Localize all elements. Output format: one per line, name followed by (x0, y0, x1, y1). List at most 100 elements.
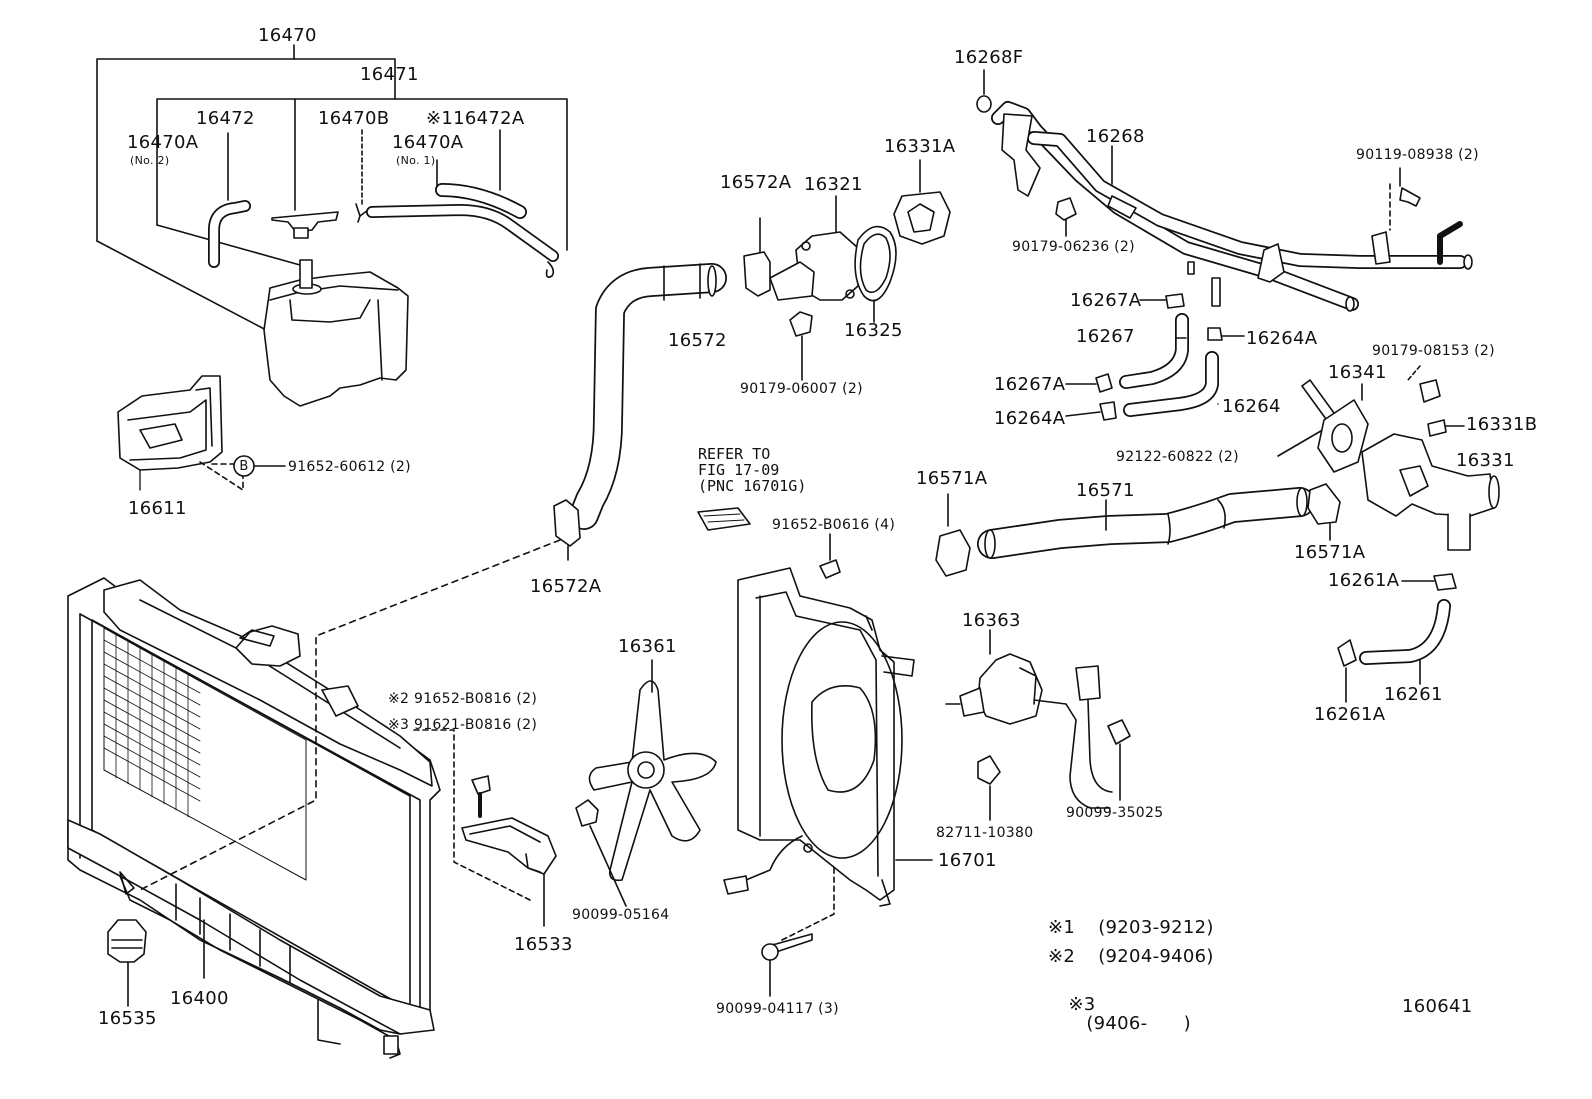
label-90119-08938: 90119-08938 (2) (1356, 147, 1479, 163)
fan-motor-16363 (945, 629, 1113, 809)
legend-row: ※2 (9204-9406) (1048, 947, 1214, 976)
part-82711-10380 (977, 755, 1001, 785)
legend: ※1 (9203-9212) ※2 (9204-9406) ※3 (9406- … (1048, 917, 1214, 1033)
label-16571a-left: 16571A (916, 468, 988, 489)
label-16571a-right: 16571A (1294, 542, 1366, 563)
label-16363: 16363 (962, 610, 1021, 631)
label-16572a-top: 16572A (720, 172, 792, 193)
label-16264a-right: 16264A (1246, 328, 1318, 349)
label-16470a-no2: 16470A (127, 132, 199, 153)
label-90179-08153: 90179-08153 (2) (1372, 343, 1495, 359)
legend-range: (9406- ) (1086, 1013, 1191, 1034)
label-16331: 16331 (1456, 450, 1515, 471)
label-16471: 16471 (360, 64, 419, 85)
label-90179-06236: 90179-06236 (2) (1012, 239, 1135, 255)
radiator-core-grid (103, 633, 201, 818)
refer-note-line-3: (PNC 16701G) (698, 477, 807, 495)
part-16331b (1427, 419, 1447, 437)
upper-hose-16572 (569, 263, 727, 530)
part-90099-35025 (1107, 719, 1131, 745)
clamp-16572a-upper (743, 251, 771, 297)
refer-note-line-1: REFER TO (698, 445, 771, 463)
label-91652-b0616: 91652-B0616 (4) (772, 517, 896, 533)
legend-row: ※3 (9406- ) (1048, 976, 1214, 1033)
label-16267a-mid: 16267A (994, 374, 1066, 395)
cushion-16535 (107, 919, 147, 1007)
label-82711-10380: 82711-10380 (936, 825, 1034, 841)
label-91652-60612: 91652-60612 (2) (288, 459, 411, 475)
fan-shroud-16701 (723, 567, 933, 907)
label-160641: 160641 (1402, 996, 1473, 1017)
label-16470b: 16470B (318, 108, 390, 129)
group-16470-leaders (96, 44, 568, 332)
label-16571: 16571 (1076, 480, 1135, 501)
label-16331a: 16331A (884, 136, 956, 157)
label-16400: 16400 (170, 988, 229, 1009)
label-16261: 16261 (1384, 684, 1443, 705)
legend-range: (9204-9406) (1098, 946, 1214, 967)
refer-note-marker (697, 507, 751, 531)
outlet-pipe-16268 (991, 101, 1473, 312)
gasket-16341 (1317, 399, 1369, 473)
label-no1: (No. 1) (396, 154, 436, 167)
label-90099-35025: 90099-35025 (1066, 805, 1164, 821)
gasket-16268f (976, 95, 992, 113)
label-16261a-top: 16261A (1328, 570, 1400, 591)
clamp-16572a-lower (553, 499, 581, 547)
label-91652-b0816: ※2 91652-B0816 (2) (388, 691, 538, 707)
bracket-16611 (117, 375, 244, 491)
label-16535: 16535 (98, 1008, 157, 1029)
water-inlet-16321 (769, 195, 859, 301)
label-16267a-top: 16267A (1070, 290, 1142, 311)
label-16472: 16472 (196, 108, 255, 129)
refer-note: REFER TO FIG 17-09 (PNC 16701G) (698, 446, 806, 494)
label-16268f: 16268F (954, 47, 1024, 68)
circle-b-label: B (239, 459, 249, 474)
label-16267: 16267 (1076, 326, 1135, 347)
label-16470a-no1: 16470A (392, 132, 464, 153)
gasket-16325 (854, 225, 897, 323)
nut-90099-05164 (575, 799, 599, 827)
label-16321: 16321 (804, 174, 863, 195)
refer-note-line-2: FIG 17-09 (698, 461, 780, 479)
label-16261a-bottom: 16261A (1314, 704, 1386, 725)
nut-90179-06007 (789, 311, 813, 337)
thermostat-16331a (893, 159, 951, 245)
radiator-16400 (67, 577, 441, 1059)
bolt-91652-b0616 (819, 559, 841, 579)
reservoir-cap (271, 211, 339, 239)
bolt-90119-08938 (1399, 187, 1421, 207)
label-no2: (No. 2) (130, 154, 170, 167)
label-90099-05164: 90099-05164 (572, 907, 670, 923)
label-16470: 16470 (258, 25, 317, 46)
label-16264a-left: 16264A (994, 408, 1066, 429)
clamp-16571a-right (1307, 483, 1341, 525)
label-91621-b0816: ※3 91621-B0816 (2) (388, 717, 538, 733)
label-16325: 16325 (844, 320, 903, 341)
label-16572a-bottom: 16572A (530, 576, 602, 597)
housing-16331 (1361, 433, 1500, 551)
nut-90179-06236 (1055, 197, 1077, 221)
label-92122-60822: 92122-60822 (2) (1116, 449, 1239, 465)
label-90099-04117: 90099-04117 (3) (716, 1001, 839, 1017)
radiator-hose-dashed-leader (139, 539, 561, 891)
label-16533: 16533 (514, 934, 573, 955)
fan-16361 (588, 659, 717, 882)
label-16361: 16361 (618, 636, 677, 657)
label-16701: 16701 (938, 850, 997, 871)
legend-mark: ※1 (1048, 917, 1076, 938)
reservoir-tank-16470 (263, 259, 409, 407)
legend-mark: ※2 (1048, 946, 1076, 967)
bracket-16533 (461, 817, 557, 927)
clip-16470b (355, 203, 369, 223)
label-16572: 16572 (668, 330, 727, 351)
label-16268: 16268 (1086, 126, 1145, 147)
label-90179-06007: 90179-06007 (2) (740, 381, 863, 397)
label-116472a: ※116472A (426, 108, 525, 129)
label-16331b: 16331B (1466, 414, 1538, 435)
nut-90179-08153 (1419, 379, 1441, 403)
label-16341: 16341 (1328, 362, 1387, 383)
legend-mark: ※3 (1068, 994, 1096, 1015)
